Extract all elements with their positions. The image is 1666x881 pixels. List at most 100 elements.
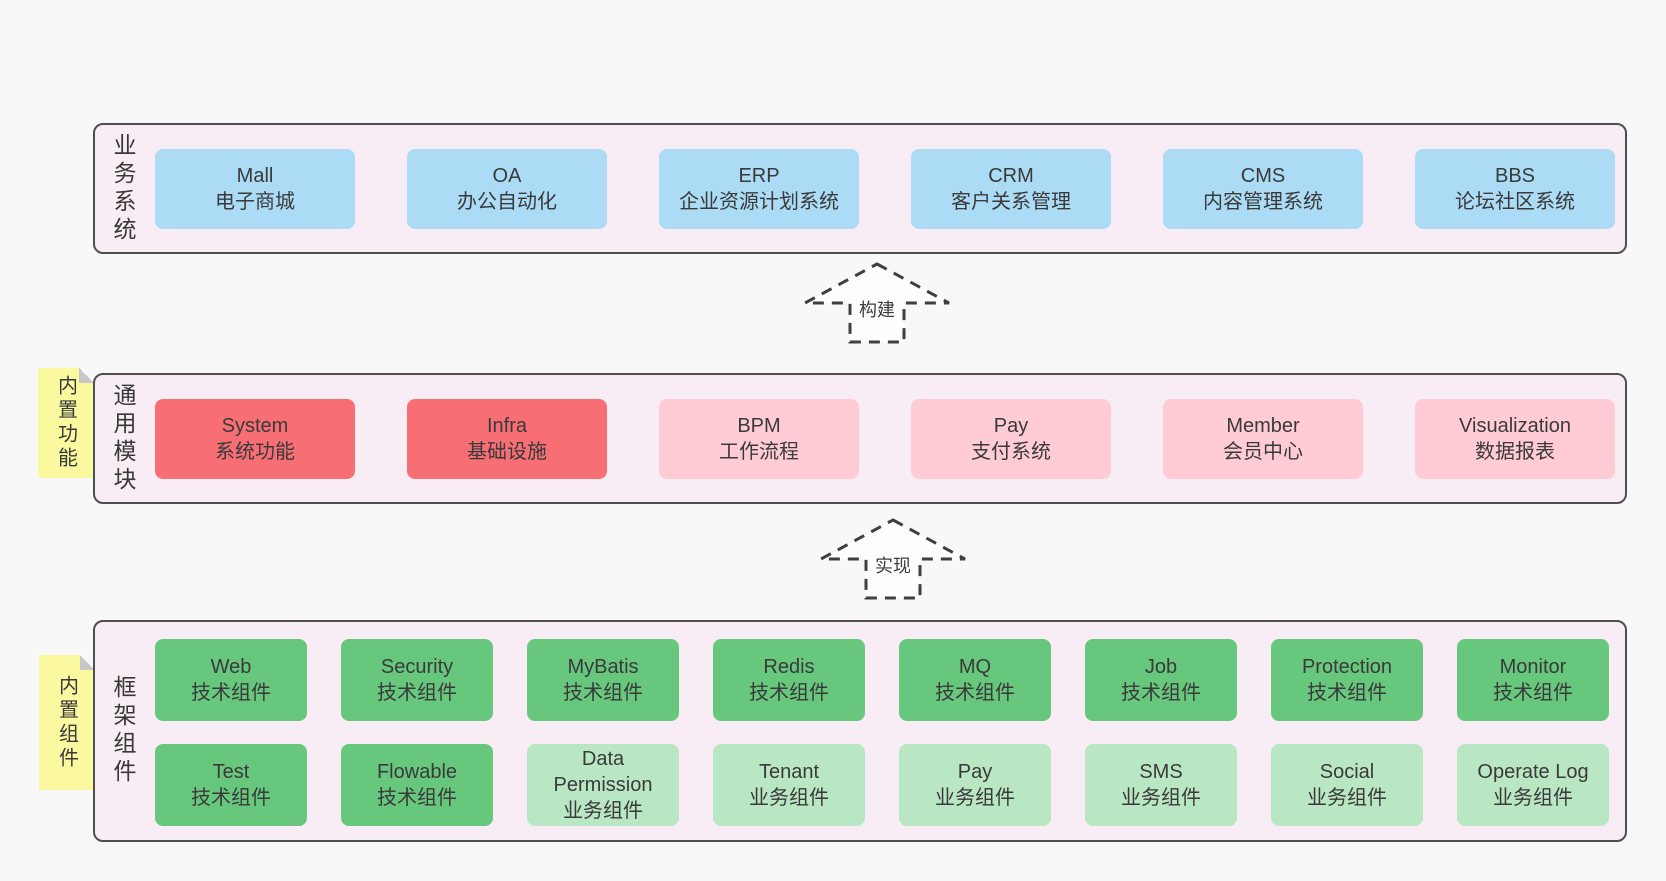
panel-modules-label: 通用模块 xyxy=(110,382,136,495)
sticky-note-label: 内置功能 xyxy=(54,375,77,471)
box-title: Tenant xyxy=(758,761,820,783)
business-box-row: Mall 电子商城 OA 办公自动化 ERP 企业资源计划系统 CRM 客户关系管理 CMS 内容… xyxy=(155,149,1615,229)
box-subtitle: 技术组件 xyxy=(1307,682,1387,704)
box-sms: SMS 业务组件 xyxy=(1085,744,1237,826)
box-protection: Protection 技术组件 xyxy=(1271,639,1423,721)
sticky-fold-corner-icon xyxy=(80,655,95,670)
box-security: Security 技术组件 xyxy=(341,639,493,721)
box-title: Monitor xyxy=(1499,656,1567,678)
box-subtitle: 系统功能 xyxy=(215,441,295,463)
box-title: Operate Log xyxy=(1477,761,1589,783)
box-bpm: BPM 工作流程 xyxy=(659,399,859,479)
box-oa: OA 办公自动化 xyxy=(407,149,607,229)
box-title: Protection xyxy=(1301,656,1393,678)
box-subtitle: 业务组件 xyxy=(935,787,1015,809)
box-title: MyBatis xyxy=(567,656,639,678)
box-social: Social 业务组件 xyxy=(1271,744,1423,826)
box-subtitle: 业务组件 xyxy=(1121,787,1201,809)
box-subtitle: 技术组件 xyxy=(563,682,643,704)
box-monitor: Monitor 技术组件 xyxy=(1457,639,1609,721)
box-title: Mall xyxy=(236,165,274,187)
box-mq: MQ 技术组件 xyxy=(899,639,1051,721)
box-subtitle: 业务组件 xyxy=(749,787,829,809)
box-title: OA xyxy=(492,165,522,187)
box-visualization: Visualization 数据报表 xyxy=(1415,399,1615,479)
box-title: ERP xyxy=(738,165,780,187)
panel-components-label: 框架组件 xyxy=(110,675,136,787)
box-cms: CMS 内容管理系统 xyxy=(1163,149,1363,229)
box-pay: Pay 支付系统 xyxy=(911,399,1111,479)
box-operate-log: Operate Log 业务组件 xyxy=(1457,744,1609,826)
implement-arrow-label: 实现 xyxy=(872,551,914,579)
panel-common-modules: 通用模块 System 系统功能 Infra 基础设施 BPM 工作流程 Pay 支付系统 Me… xyxy=(93,373,1627,504)
box-title: CMS xyxy=(1240,165,1286,187)
box-title: Web xyxy=(210,656,252,678)
box-mybatis: MyBatis 技术组件 xyxy=(527,639,679,721)
box-subtitle: 客户关系管理 xyxy=(951,191,1071,213)
box-title: CRM xyxy=(988,165,1034,187)
box-subtitle: 业务组件 xyxy=(1307,787,1387,809)
box-bbs: BBS 论坛社区系统 xyxy=(1415,149,1615,229)
box-subtitle: 技术组件 xyxy=(1121,682,1201,704)
box-member: Member 会员中心 xyxy=(1163,399,1363,479)
box-subtitle: 业务组件 xyxy=(563,800,643,822)
box-subtitle: 企业资源计划系统 xyxy=(679,191,839,213)
box-job: Job 技术组件 xyxy=(1085,639,1237,721)
box-crm: CRM 客户关系管理 xyxy=(911,149,1111,229)
box-subtitle: 技术组件 xyxy=(191,682,271,704)
box-subtitle: 技术组件 xyxy=(1493,682,1573,704)
box-subtitle: 论坛社区系统 xyxy=(1455,191,1575,213)
sticky-note-built-in-components: 内置组件 xyxy=(39,655,95,790)
box-system: System 系统功能 xyxy=(155,399,355,479)
build-arrow-icon: 构建 xyxy=(802,261,952,344)
box-subtitle: 技术组件 xyxy=(377,787,457,809)
box-title: SMS xyxy=(1139,761,1183,783)
box-tenant: Tenant 业务组件 xyxy=(713,744,865,826)
modules-box-row: System 系统功能 Infra 基础设施 BPM 工作流程 Pay 支付系统 Member 会… xyxy=(155,399,1615,479)
box-title: System xyxy=(221,415,289,437)
box-subtitle: 业务组件 xyxy=(1493,787,1573,809)
box-title: Security xyxy=(380,656,454,678)
box-title: Member xyxy=(1226,415,1300,437)
box-title: Redis xyxy=(763,656,815,678)
box-subtitle: 技术组件 xyxy=(377,682,457,704)
box-subtitle: 基础设施 xyxy=(467,441,547,463)
box-title: Infra xyxy=(486,415,528,437)
box-subtitle: 工作流程 xyxy=(719,441,799,463)
box-subtitle: 支付系统 xyxy=(971,441,1051,463)
box-title: Data Permission xyxy=(553,748,653,796)
build-arrow-label: 构建 xyxy=(856,295,898,323)
box-infra: Infra 基础设施 xyxy=(407,399,607,479)
panel-business-systems: 业务系统 Mall 电子商城 OA 办公自动化 ERP 企业资源计划系统 CRM 客户关系管理… xyxy=(93,123,1627,254)
sticky-note-built-in-features: 内置功能 xyxy=(38,368,94,478)
box-web: Web 技术组件 xyxy=(155,639,307,721)
box-subtitle: 电子商城 xyxy=(215,191,295,213)
box-title: Social xyxy=(1319,761,1375,783)
box-subtitle: 办公自动化 xyxy=(457,191,557,213)
sticky-fold-corner-icon xyxy=(79,368,94,383)
sticky-note-label: 内置组件 xyxy=(55,674,78,771)
box-title: BPM xyxy=(737,415,781,437)
box-title: Job xyxy=(1144,656,1178,678)
box-flowable: Flowable 技术组件 xyxy=(341,744,493,826)
box-subtitle: 会员中心 xyxy=(1223,441,1303,463)
panel-business-label: 业务系统 xyxy=(110,132,136,245)
box-mall: Mall 电子商城 xyxy=(155,149,355,229)
box-title: Pay xyxy=(993,415,1029,437)
implement-arrow-icon: 实现 xyxy=(818,517,968,600)
panel-framework-components: 框架组件 Web 技术组件 Security 技术组件 MyBatis 技术组件 Redis… xyxy=(93,620,1627,842)
box-subtitle: 技术组件 xyxy=(935,682,1015,704)
box-subtitle: 技术组件 xyxy=(191,787,271,809)
box-subtitle: 内容管理系统 xyxy=(1203,191,1323,213)
box-title: Flowable xyxy=(376,761,458,783)
box-title: BBS xyxy=(1494,165,1536,187)
box-subtitle: 数据报表 xyxy=(1475,441,1555,463)
box-data-permission: Data Permission 业务组件 xyxy=(527,744,679,826)
box-title: Visualization xyxy=(1459,415,1571,437)
box-title: MQ xyxy=(958,656,992,678)
